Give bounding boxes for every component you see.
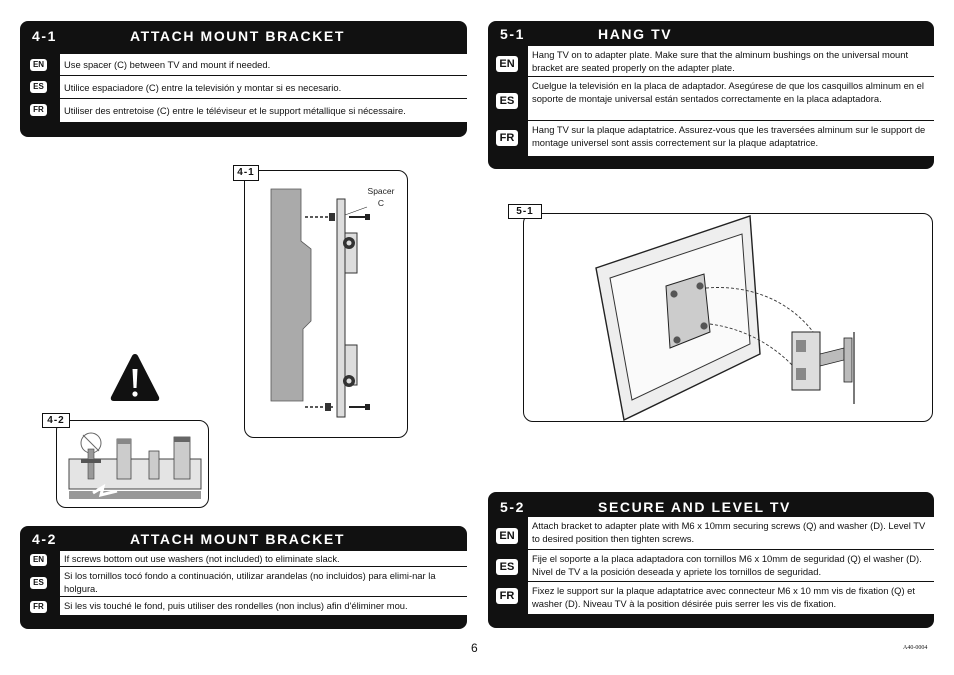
- figure-4-1-label: 4-1: [233, 165, 259, 181]
- section-4-2: 4-2 ATTACH MOUNT BRACKET EN ES FR If scr…: [20, 526, 467, 629]
- instruction-fr: Fixez le support sur la plaque adaptatri…: [532, 585, 915, 609]
- instruction-es: Cuelgue la televisión en la placa de ada…: [528, 77, 934, 121]
- section-number: 4-2: [32, 530, 58, 547]
- section-5-1-header: 5-1 HANG TV: [488, 21, 934, 46]
- washer-spacer-diagram: [68, 432, 202, 499]
- figure-4-2-label: 4-2: [42, 413, 70, 428]
- instruction-fr: Si les vis touché le fond, puis utiliser…: [64, 600, 408, 611]
- lang-tag-fr: FR: [496, 588, 518, 604]
- lang-tag-es: ES: [30, 81, 47, 93]
- figure-5-1-label: 5-1: [508, 204, 542, 219]
- section-4-1-header: 4-1 ATTACH MOUNT BRACKET: [20, 21, 467, 51]
- figure-4-2: [56, 420, 209, 508]
- figure-5-1: [523, 213, 933, 422]
- document-id: A40-0004: [903, 645, 928, 651]
- section-number: 5-2: [500, 499, 526, 515]
- section-4-1: 4-1 ATTACH MOUNT BRACKET EN ES FR Use sp…: [20, 21, 467, 137]
- instruction-es: Fije el soporte a la placa adaptadora co…: [528, 550, 934, 582]
- lang-tag-en: EN: [30, 554, 47, 566]
- section-number: 5-1: [500, 25, 526, 42]
- instruction-es: Utilice espaciadore (C) entre la televis…: [60, 76, 467, 99]
- lang-tag-es: ES: [496, 93, 518, 109]
- section-number: 4-1: [32, 28, 58, 44]
- section-5-2: 5-2 SECURE AND LEVEL TV EN ES FR Attach …: [488, 492, 934, 628]
- instruction-fr: Hang TV sur la plaque adaptatrice. Assur…: [532, 124, 926, 148]
- instruction-en: Use spacer (C) between TV and mount if n…: [60, 54, 467, 76]
- section-title: ATTACH MOUNT BRACKET: [130, 530, 346, 547]
- section-5-1-rows: Hang TV on to adapter plate. Make sure t…: [528, 46, 934, 156]
- page-number: 6: [471, 641, 478, 655]
- section-title: HANG TV: [598, 25, 673, 42]
- lang-tag-en: EN: [496, 56, 518, 72]
- instruction-en: Attach bracket to adapter plate with M6 …: [528, 517, 934, 550]
- section-4-1-rows: Use spacer (C) between TV and mount if n…: [60, 54, 467, 122]
- spacer-label: Spacer C: [359, 185, 403, 209]
- lang-tag-es: ES: [496, 559, 518, 575]
- lang-tag-fr: FR: [30, 104, 47, 116]
- section-4-2-header: 4-2 ATTACH MOUNT BRACKET: [20, 526, 467, 551]
- hang-tv-diagram: [595, 215, 855, 422]
- instruction-en: If screws bottom out use washers (not in…: [60, 551, 467, 567]
- section-5-2-rows: Attach bracket to adapter plate with M6 …: [528, 517, 934, 614]
- lang-tag-es: ES: [30, 577, 47, 589]
- instruction-en: Hang TV on to adapter plate. Make sure t…: [528, 46, 934, 77]
- spacer-label-letter: C: [377, 198, 385, 208]
- section-4-2-rows: If screws bottom out use washers (not in…: [60, 551, 467, 615]
- spacer-label-text: Spacer: [367, 186, 395, 196]
- instruction-fr: Utiliser des entretoise (C) entre le tél…: [64, 105, 406, 116]
- lang-tag-fr: FR: [30, 601, 47, 613]
- section-title: SECURE AND LEVEL TV: [598, 499, 791, 515]
- section-title: ATTACH MOUNT BRACKET: [130, 28, 346, 44]
- lang-tag-en: EN: [496, 528, 518, 544]
- bracket-side-view-diagram: [270, 188, 370, 418]
- lang-tag-fr: FR: [496, 130, 518, 146]
- lang-tag-en: EN: [30, 59, 47, 71]
- section-5-2-header: 5-2 SECURE AND LEVEL TV: [488, 492, 934, 522]
- figure-4-1: Spacer C: [244, 170, 408, 438]
- exclamation-triangle-icon: [110, 354, 160, 401]
- section-5-1: 5-1 HANG TV EN ES FR Hang TV on to adapt…: [488, 21, 934, 169]
- instruction-es: Si los tornillos tocó fondo a continuaci…: [60, 567, 467, 597]
